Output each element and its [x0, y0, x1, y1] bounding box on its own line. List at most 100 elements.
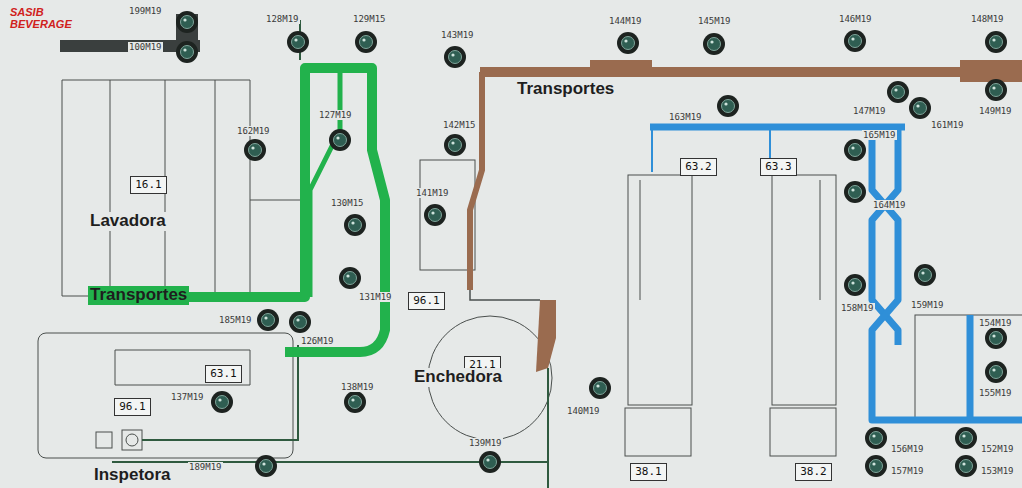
- motor-ring: [844, 30, 866, 52]
- motor-glint: [872, 434, 875, 437]
- motor-ring: [617, 32, 639, 54]
- motor-symbol: [617, 32, 639, 54]
- motor-ring: [703, 33, 725, 55]
- motor-glint: [431, 211, 434, 214]
- motor-lamp: [990, 84, 1003, 97]
- machine-label: Enchedora: [412, 368, 504, 387]
- motor-lamp: [429, 209, 442, 222]
- motor-symbol: [703, 33, 725, 55]
- motor-tag: 161M19: [930, 120, 965, 130]
- motor-glint: [486, 458, 489, 461]
- motor-lamp: [849, 35, 862, 48]
- motor-lamp: [708, 38, 721, 51]
- motor-symbol: [211, 391, 233, 413]
- motor-ring: [985, 361, 1007, 383]
- motor-symbol: [985, 327, 1007, 349]
- washer-link: [250, 200, 300, 201]
- motor-tag: 156M19: [890, 444, 925, 454]
- motor-ring: [244, 139, 266, 161]
- motor-glint: [294, 38, 297, 41]
- motor-ring: [257, 309, 279, 331]
- motor-tag: 142M15: [442, 120, 477, 130]
- machine-box: 63.3: [760, 158, 797, 176]
- motor-lamp: [260, 460, 273, 473]
- motor-glint: [851, 188, 854, 191]
- motor-glint: [183, 18, 186, 21]
- motor-ring: [444, 46, 466, 68]
- motor-symbol: [865, 455, 887, 477]
- motor-lamp: [870, 432, 883, 445]
- motor-lamp: [294, 316, 307, 329]
- motor-lamp: [292, 36, 305, 49]
- motor-lamp: [849, 279, 862, 292]
- motor-tag: 139M19: [468, 438, 503, 448]
- motor-glint: [872, 462, 875, 465]
- motor-glint: [296, 318, 299, 321]
- inspector-lens: [126, 434, 138, 446]
- machine-number: 63.2: [681, 160, 716, 174]
- motor-symbol: [257, 309, 279, 331]
- brown-band: [590, 60, 652, 76]
- motor-lamp: [919, 269, 932, 282]
- motor-lamp: [181, 46, 194, 59]
- motor-symbol: [844, 139, 866, 161]
- motor-symbol: [339, 267, 361, 289]
- machine-box: 38.2: [795, 463, 832, 481]
- area-label: Transportes: [88, 286, 189, 305]
- motor-ring: [909, 97, 931, 119]
- motor-tag: 149M19: [978, 106, 1013, 116]
- motor-glint: [992, 368, 995, 371]
- motor-ring: [589, 377, 611, 399]
- motor-tag: 158M19: [840, 303, 875, 313]
- motor-tag: 138M19: [340, 382, 375, 392]
- motor-lamp: [334, 134, 347, 147]
- machine-lines: [640, 180, 820, 300]
- machine-number: 38.2: [796, 465, 831, 479]
- motor-tag: 129M15: [352, 14, 387, 24]
- motor-lamp: [449, 139, 462, 152]
- motor-lamp: [914, 102, 927, 115]
- motor-ring: [865, 455, 887, 477]
- motor-tag: 159M19: [910, 300, 945, 310]
- motor-tag: 128M19: [265, 14, 300, 24]
- motor-tag: 143M19: [440, 30, 475, 40]
- machine-box: 96.1: [114, 398, 151, 416]
- motor-glint: [724, 102, 727, 105]
- green-band: [92, 68, 385, 352]
- machine-label: Lavadora: [88, 212, 168, 231]
- machine-outline: [772, 175, 836, 405]
- motor-tag: 141M19: [415, 188, 450, 198]
- machine-outlines: [38, 80, 1022, 458]
- motor-tag: 145M19: [697, 16, 732, 26]
- motor-lamp: [181, 16, 194, 29]
- motor-ring: [344, 391, 366, 413]
- motor-symbol: [355, 31, 377, 53]
- motor-symbol: [844, 30, 866, 52]
- brown-link: [470, 290, 540, 300]
- machine-outline: [625, 408, 691, 456]
- motor-lamp: [262, 314, 275, 327]
- motor-tag: 199M19: [128, 6, 163, 16]
- motor-tag: 152M19: [980, 444, 1015, 454]
- motor-ring: [444, 134, 466, 156]
- motor-tag: 126M19: [300, 336, 335, 346]
- motor-glint: [992, 38, 995, 41]
- motor-symbol: [287, 31, 309, 53]
- motor-tag: 164M19: [872, 200, 907, 210]
- motor-glint: [351, 398, 354, 401]
- motor-tag: 100M19: [128, 42, 163, 52]
- motor-symbol: [329, 129, 351, 151]
- motor-symbol: [255, 455, 277, 477]
- motor-symbol: [479, 451, 501, 473]
- motor-tag: 148M19: [970, 14, 1005, 24]
- motor-glint: [336, 136, 339, 139]
- motor-symbol: [887, 81, 909, 103]
- motor-lamp: [349, 396, 362, 409]
- machine-number: 63.3: [761, 160, 796, 174]
- motor-glint: [596, 384, 599, 387]
- motor-symbol: [176, 41, 198, 63]
- motor-glint: [916, 104, 919, 107]
- motor-symbol: [985, 79, 1007, 101]
- motor-tag: 157M19: [890, 466, 925, 476]
